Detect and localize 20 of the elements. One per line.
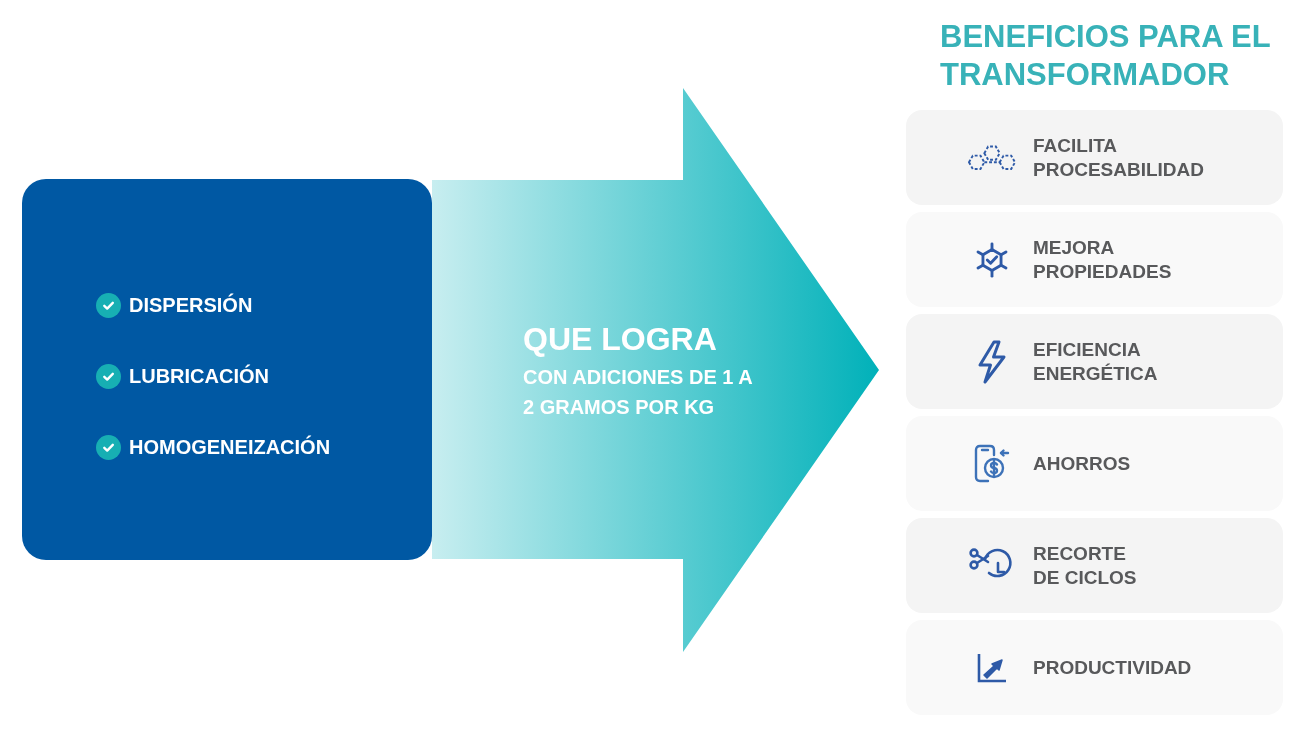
benefit-label: AHORROS xyxy=(1033,451,1131,476)
benefit-label: MEJORA PROPIEDADES xyxy=(1033,235,1173,284)
feature-label: HOMOGENEIZACIÓN xyxy=(129,434,331,460)
feature-label: DISPERSIÓN xyxy=(129,292,253,318)
benefit-card xyxy=(906,416,1283,511)
benefit-card xyxy=(906,110,1283,205)
benefit-card xyxy=(906,620,1283,715)
arrow-shape xyxy=(432,88,880,652)
feature-label: LUBRICACIÓN xyxy=(129,363,269,389)
arrow-subtext: CON ADICIONES DE 1 A 2 GRAMOS POR KG xyxy=(523,365,753,420)
benefit-label: RECORTE DE CICLOS xyxy=(1033,541,1138,590)
benefit-label: FACILITA PROCESABILIDAD xyxy=(1033,133,1205,182)
benefit-label: PRODUCTIVIDAD xyxy=(1033,655,1192,680)
benefit-card xyxy=(906,314,1283,409)
feature-panel xyxy=(22,179,432,560)
arrow-heading: QUE LOGRA xyxy=(523,320,718,358)
benefit-card xyxy=(906,518,1283,613)
section-title: BENEFICIOS PARA EL TRANSFORMADOR xyxy=(940,18,1272,94)
benefit-card xyxy=(906,212,1283,307)
benefit-label: EFICIENCIA ENERGÉTICA xyxy=(1033,337,1159,386)
